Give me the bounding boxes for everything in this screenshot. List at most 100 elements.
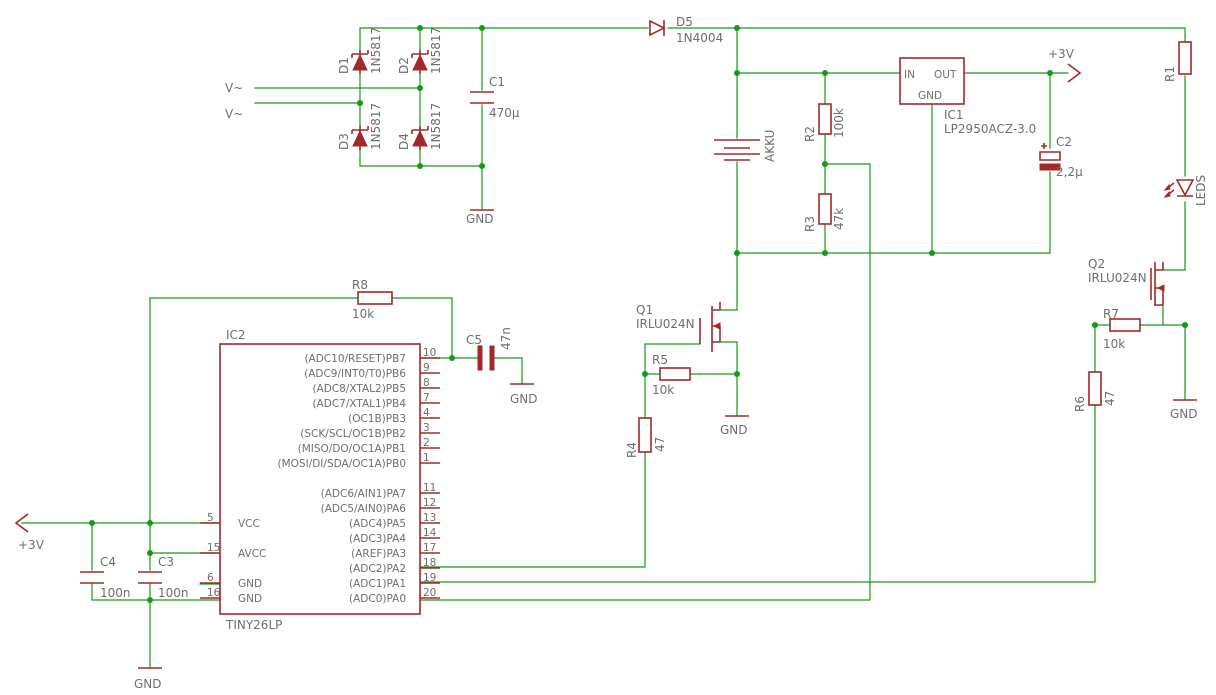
resistor-r4-name: R4 [625, 442, 639, 458]
mcu-pin-label: (SCK/SCL/OC1B)PB2 [300, 428, 406, 440]
resistor-r3: R3 47k [803, 193, 846, 232]
mcu-pin-number: 8 [423, 377, 430, 389]
capacitor-c4: C4 100n [80, 555, 131, 600]
regulator-value: LP2950ACZ-3.0 [944, 122, 1036, 136]
ac-input-1-label: V~ [225, 81, 243, 95]
capacitor-c3-name: C3 [158, 555, 174, 569]
transistor-q2-name: Q2 [1088, 257, 1105, 271]
regulator-name: IC1 [944, 108, 964, 122]
mcu-pin-number: 13 [423, 512, 436, 524]
resistor-r8-name: R8 [352, 278, 368, 292]
mcu-pin-number: 12 [423, 497, 436, 509]
mcu-pin-label: (MISO/DO/OC1A)PB1 [298, 443, 406, 455]
ground-q1-label: GND [720, 423, 748, 437]
capacitor-c4-name: C4 [100, 555, 116, 569]
resistor-r1: R1 [1163, 41, 1192, 82]
regulator-ic1: IN OUT GND IC1 LP2950ACZ-3.0 [899, 57, 1036, 136]
resistor-r2-name: R2 [803, 126, 817, 142]
mcu-pin-number: 1 [423, 452, 430, 464]
regulator-pin-in: IN [904, 69, 915, 81]
resistor-r8: R8 10k [352, 278, 393, 321]
mcu-pin-number: 2 [423, 437, 430, 449]
wires [21, 27, 1186, 669]
capacitor-c3: C3 100n [138, 555, 189, 600]
mcu-pin-number: 17 [423, 542, 436, 554]
capacitor-c1: C1 470µ [470, 75, 520, 120]
mcu-pin-number: 18 [423, 557, 436, 569]
resistor-r6-name: R6 [1073, 396, 1087, 412]
resistor-r5: R5 10k [652, 353, 691, 397]
resistor-r6-value: 47 [1103, 391, 1117, 406]
regulator-pin-out: OUT [934, 69, 957, 81]
mcu-right-pins: (ADC10/RESET)PB7 10 (ADC9/INT0/T0)PB6 9 (ADC… [278, 347, 440, 605]
mcu-pin-label: (ADC10/RESET)PB7 [304, 353, 406, 365]
diode-d4-name: D4 [397, 133, 411, 150]
mcu-value: TINY26LP [225, 618, 282, 632]
mcu-pin-label: (ADC8/XTAL2)PB5 [312, 383, 406, 395]
led-leds-label: LEDS [1194, 175, 1208, 206]
resistor-r7-name: R7 [1103, 307, 1119, 321]
mcu-pin-label: (ADC2)PA2 [349, 563, 406, 575]
mcu-pin-label: (ADC5/AIN0)PA6 [321, 503, 407, 515]
mcu-name: IC2 [226, 328, 246, 342]
mcu-pin-label: VCC [238, 518, 260, 530]
mcu-pin-label: (ADC1)PA1 [349, 578, 406, 590]
capacitor-c5-value: 47n [499, 327, 513, 350]
supply-3v-top-label: +3V [1048, 47, 1075, 61]
mcu-pin-number: 4 [423, 407, 430, 419]
diode-d4: D4 1N5817 [397, 103, 443, 150]
mcu-pin-label: (AREF)PA3 [351, 548, 406, 560]
ground-bridge: GND [466, 209, 494, 226]
supply-3v-left-label: +3V [18, 538, 45, 552]
diode-d1-value: 1N5817 [369, 27, 383, 74]
diode-d2-value: 1N5817 [429, 27, 443, 74]
mcu-pin-number: 15 [207, 542, 220, 554]
mcu-pin-number: 5 [207, 512, 214, 524]
transistor-q2: Q2 IRLU024N [1088, 257, 1165, 306]
diode-d3-value: 1N5817 [369, 103, 383, 150]
mcu-pin-label: (MOSI/DI/SDA/OC1A)PB0 [278, 458, 407, 470]
ac-input-2-label: V~ [225, 107, 243, 121]
ground-right: GND [1170, 399, 1198, 421]
diode-d3-name: D3 [337, 133, 351, 150]
mcu-pin-label: (ADC9/INT0/T0)PB6 [304, 368, 406, 380]
resistor-r4: R4 47 [625, 417, 667, 458]
ground-bottom: GND [134, 667, 162, 691]
led-leds: LEDS [1163, 175, 1208, 206]
mcu-pin-number: 9 [423, 362, 430, 374]
resistor-r7-value: 10k [1103, 337, 1125, 351]
capacitor-c1-name: C1 [489, 75, 505, 89]
mcu-pin-label: (ADC0)PA0 [349, 593, 406, 605]
regulator-pin-gnd: GND [918, 90, 942, 102]
resistor-r3-value: 47k [832, 208, 846, 230]
mcu-pin-number: 11 [423, 482, 436, 494]
resistor-r6: R6 47 [1073, 371, 1117, 412]
mcu-pin-number: 16 [207, 587, 221, 599]
transistor-q1-value: IRLU024N [636, 317, 695, 331]
capacitor-c4-value: 100n [100, 586, 131, 600]
battery-akku: AKKU [714, 130, 777, 162]
diode-d5: D5 1N4004 [649, 15, 723, 45]
mcu-pin-label: GND [238, 593, 262, 605]
resistor-r2-value: 100k [832, 108, 846, 138]
mcu-pin-number: 10 [423, 347, 436, 359]
transistor-q1-name: Q1 [636, 303, 653, 317]
ground-q1: GND [720, 415, 749, 437]
capacitor-c2-name: C2 [1056, 135, 1072, 149]
resistor-r8-value: 10k [352, 307, 374, 321]
capacitor-c1-value: 470µ [489, 106, 520, 120]
supply-3v-left: +3V [14, 513, 45, 552]
mcu-pin-number: 3 [423, 422, 430, 434]
diode-d5-name: D5 [676, 15, 693, 29]
mcu-pin-label: (OC1B)PB3 [348, 413, 406, 425]
ground-c5-label: GND [510, 392, 538, 406]
capacitor-c3-value: 100n [158, 586, 189, 600]
junctions [89, 25, 1188, 603]
ground-bridge-label: GND [466, 212, 494, 226]
ground-bottom-label: GND [134, 677, 162, 691]
ground-c5: GND [510, 383, 538, 406]
resistor-r5-name: R5 [652, 353, 668, 367]
mcu-pin-number: 19 [423, 572, 436, 584]
